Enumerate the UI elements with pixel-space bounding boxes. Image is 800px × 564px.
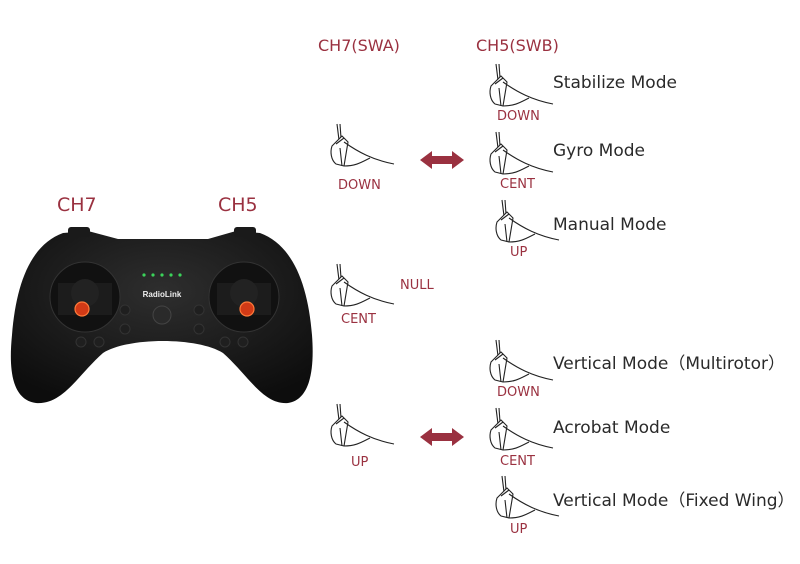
mode-manual: Manual Mode xyxy=(553,215,667,235)
swb-pos-up: UP xyxy=(510,522,528,537)
label-ch7: CH7 xyxy=(57,194,97,216)
switch-swa-cent-icon xyxy=(328,262,398,318)
label-ch5: CH5 xyxy=(218,194,258,216)
mode-vertical-fixed-wing: Vertical Mode（Fixed Wing） xyxy=(553,491,795,511)
radiolink-controller-image: RadioLink xyxy=(10,227,313,404)
switch-swa-down-icon xyxy=(328,122,398,178)
mode-acrobat: Acrobat Mode xyxy=(553,418,671,438)
header-swb: CH5(SWB) xyxy=(476,36,559,55)
swb-pos-up: UP xyxy=(510,245,528,260)
swb-pos-down: DOWN xyxy=(497,385,540,400)
header-swa: CH7(SWA) xyxy=(318,36,400,55)
mode-vertical-multirotor: Vertical Mode（Multirotor） xyxy=(553,354,785,374)
svg-text:RadioLink: RadioLink xyxy=(143,290,182,299)
swa-pos-down: DOWN xyxy=(338,178,381,193)
mode-gyro: Gyro Mode xyxy=(553,141,645,161)
swb-pos-cent: CENT xyxy=(500,454,535,469)
swb-pos-cent: CENT xyxy=(500,177,535,192)
mode-stabilize: Stabilize Mode xyxy=(553,73,677,93)
swa-pos-up: UP xyxy=(351,455,369,470)
double-arrow-icon xyxy=(420,428,464,446)
swb-pos-down: DOWN xyxy=(497,109,540,124)
swa-null-label: NULL xyxy=(400,278,434,293)
swa-pos-cent: CENT xyxy=(341,312,376,327)
switch-swa-up-icon xyxy=(328,402,398,458)
double-arrow-icon xyxy=(420,151,464,169)
